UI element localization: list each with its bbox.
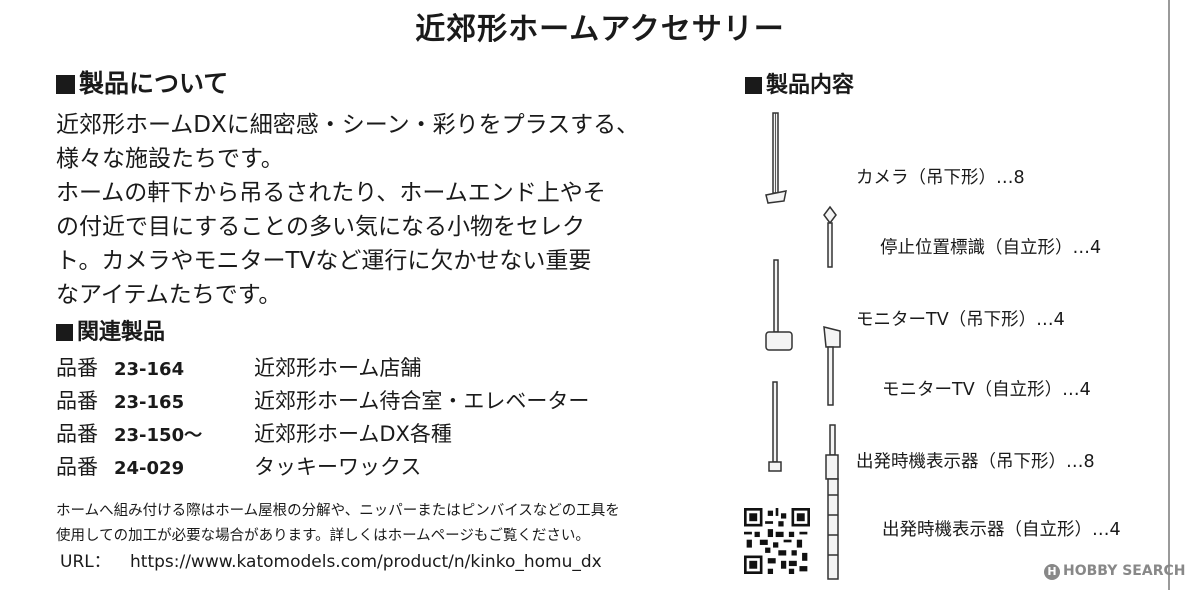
note-line: ホームへ組み付ける際はホーム屋根の分解や、ニッパーまたはピンバイスなどの工具を	[56, 503, 620, 519]
page-title: 近郊形ホームアクセサリー	[415, 12, 785, 47]
related-name: 近郊形ホームDX各種	[254, 422, 452, 446]
about-heading-text: 製品について	[79, 69, 229, 98]
contents-item: 出発時機表示器（吊下形）…8	[856, 452, 1095, 472]
related-number: 24-029	[114, 458, 185, 479]
hanging-camera-illustration	[765, 112, 787, 204]
standing-monitor-illustration	[823, 326, 841, 406]
related-label: 品番	[56, 356, 98, 380]
hanging-departure-indicator-illustration	[768, 381, 782, 472]
about-line: 近郊形ホームDXに細密感・シーン・彩りをプラスする、	[56, 112, 640, 138]
url-label: URL：	[60, 552, 111, 572]
related-item: 品番 23-165 近郊形ホーム待合室・エレベーター	[56, 385, 589, 415]
standing-stop-sign-illustration	[823, 205, 837, 268]
related-label: 品番	[56, 389, 98, 413]
note-line: 使用しての加工が必要な場合があります。詳しくはホームページもご覧ください。	[56, 528, 590, 544]
watermark-text: HOBBY SEARCH	[1063, 563, 1186, 579]
url-link[interactable]: https://www.katomodels.com/product/n/kin…	[130, 552, 602, 572]
product-illustrations	[765, 112, 841, 580]
square-bullet-icon	[56, 75, 75, 94]
about-line: 様々な施設たちです。	[56, 146, 284, 172]
contents-item: 出発時機表示器（自立形）…4	[882, 520, 1121, 540]
contents-item: モニターTV（自立形）…4	[882, 380, 1091, 400]
about-line: なアイテムたちです。	[56, 282, 282, 308]
related-heading-text: 関連製品	[77, 320, 166, 345]
related-heading: 関連製品	[56, 314, 165, 346]
hanging-monitor-illustration	[765, 259, 793, 351]
contents-item: 停止位置標識（自立形）…4	[880, 238, 1102, 258]
related-label: 品番	[56, 422, 98, 446]
qr-code-icon[interactable]	[744, 508, 810, 574]
about-line: の付近で目にすることの多い気になる小物をセレク	[56, 214, 585, 240]
related-label: 品番	[56, 455, 98, 479]
contents-item: カメラ（吊下形）…8	[856, 168, 1025, 188]
related-item: 品番 23-150～ 近郊形ホームDX各種	[56, 418, 452, 448]
square-bullet-icon	[745, 77, 762, 94]
contents-item: モニターTV（吊下形）…4	[856, 310, 1065, 330]
contents-heading: 製品内容	[745, 67, 854, 99]
about-heading: 製品について	[56, 64, 228, 100]
related-number: 23-150～	[114, 425, 203, 446]
url-row: URL： https://www.katomodels.com/product/n…	[60, 547, 602, 572]
related-name: タッキーワックス	[254, 455, 422, 479]
hobby-search-logo-icon: H	[1044, 564, 1060, 580]
related-number: 23-165	[114, 392, 185, 413]
about-description: 近郊形ホームDXに細密感・シーン・彩りをプラスする、 様々な施設たちです。 ホー…	[56, 108, 696, 312]
about-line: ト。カメラやモニターTVなど運行に欠かせない重要	[56, 248, 592, 274]
edge-divider	[1168, 0, 1170, 590]
related-item: 品番 23-164 近郊形ホーム店舗	[56, 352, 421, 382]
contents-heading-text: 製品内容	[766, 73, 855, 98]
related-number: 23-164	[114, 359, 185, 380]
related-name: 近郊形ホーム待合室・エレベーター	[254, 389, 590, 413]
standing-departure-indicator-illustration	[825, 424, 839, 580]
related-name: 近郊形ホーム店舗	[254, 356, 422, 380]
square-bullet-icon	[56, 324, 73, 341]
related-item: 品番 24-029 タッキーワックス	[56, 451, 421, 481]
about-line: ホームの軒下から吊るされたり、ホームエンド上やそ	[56, 180, 606, 206]
